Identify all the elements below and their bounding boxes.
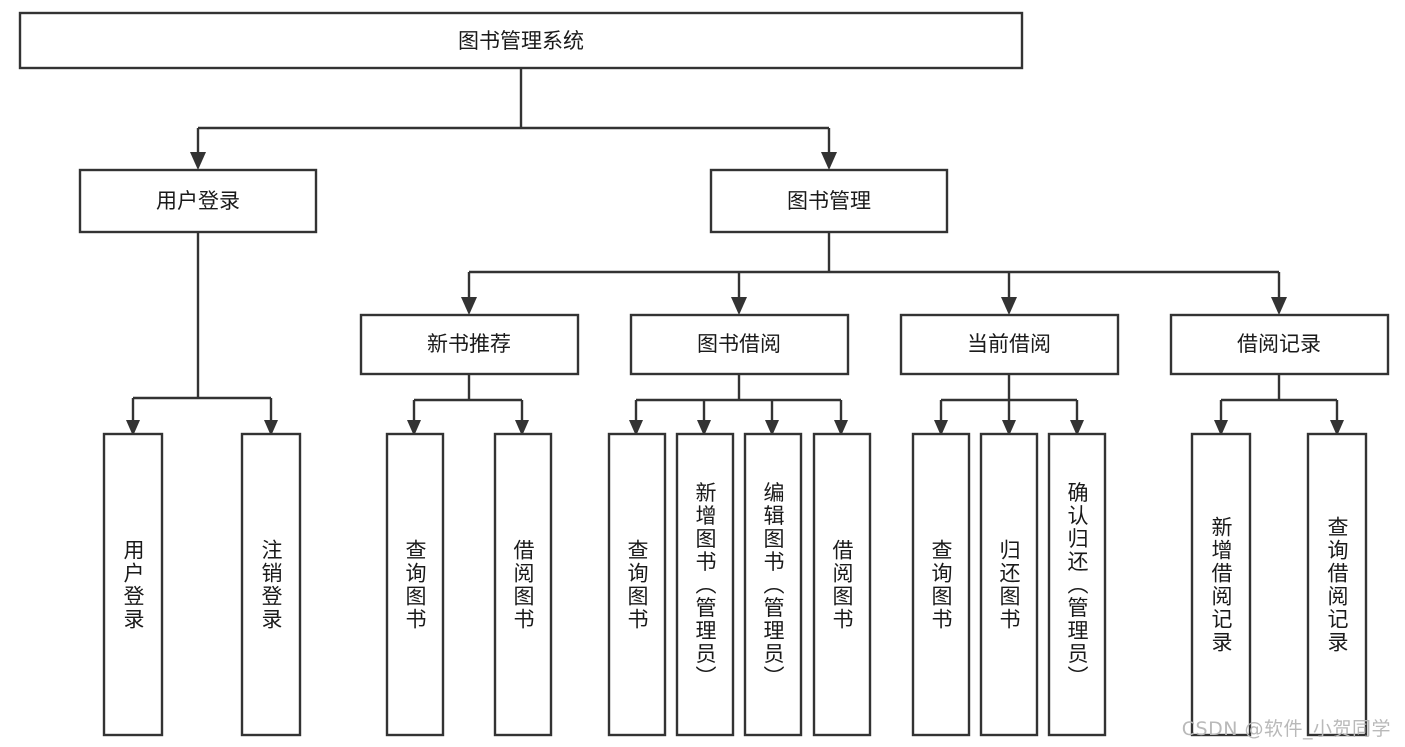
node-root[interactable]: 图书管理系统 <box>18 11 1024 70</box>
connector-bookborrow-to-leaves <box>634 374 843 422</box>
node-book-borrow-box[interactable] <box>629 313 850 376</box>
connector-bookmanage-to-level3 <box>467 232 1281 298</box>
node-leaf-confirm-return[interactable]: 确认归还（管理员） <box>1047 432 1107 737</box>
arrow-to-leaf-logout <box>264 420 278 436</box>
node-leaf-user-login[interactable]: 用户登录 <box>102 432 164 737</box>
node-user-login[interactable]: 用户登录 <box>78 168 318 234</box>
node-book-borrow[interactable]: 图书借阅 <box>629 313 850 376</box>
arrow-to-book-manage <box>821 152 837 170</box>
node-leaf-query-book-1-label: 查询图书 <box>403 539 427 631</box>
connector-userlogin-to-leaves <box>131 232 273 422</box>
node-leaf-borrow-book-1-box[interactable] <box>493 432 553 737</box>
node-leaf-edit-book-box[interactable] <box>743 432 803 737</box>
node-leaf-borrow-book-2-label: 借阅图书 <box>830 539 854 631</box>
node-root-label: 图书管理系统 <box>458 29 584 53</box>
node-user-login-box[interactable] <box>78 168 318 234</box>
node-leaf-add-book-box[interactable] <box>675 432 735 737</box>
arrow-to-leaf-add-book <box>697 420 711 436</box>
arrow-to-borrow-record <box>1271 297 1287 315</box>
node-borrow-record-box[interactable] <box>1169 313 1390 376</box>
arrow-to-leaf-query-book-2 <box>629 420 643 436</box>
connector-newbook-to-leaves <box>412 374 524 422</box>
node-leaf-query-record-label: 查询借阅记录 <box>1325 516 1349 654</box>
arrow-to-leaf-add-record <box>1214 420 1228 436</box>
node-leaf-logout[interactable]: 注销登录 <box>240 432 302 737</box>
node-leaf-query-book-2[interactable]: 查询图书 <box>607 432 667 737</box>
node-leaf-user-login-box[interactable] <box>102 432 164 737</box>
node-leaf-query-book-2-box[interactable] <box>607 432 667 737</box>
node-leaf-query-record[interactable]: 查询借阅记录 <box>1306 432 1368 737</box>
node-leaf-confirm-return-label: 确认归还（管理员） <box>1065 482 1089 689</box>
arrowhead-layer <box>126 152 1344 436</box>
node-borrow-record-label: 借阅记录 <box>1237 332 1321 356</box>
node-user-login-label: 用户登录 <box>156 189 240 213</box>
node-book-manage[interactable]: 图书管理 <box>709 168 949 234</box>
node-new-book-recommend-box[interactable] <box>359 313 580 376</box>
arrow-to-leaf-borrow-book-2 <box>834 420 848 436</box>
arrow-to-leaf-user-login <box>126 420 140 436</box>
node-leaf-query-book-3[interactable]: 查询图书 <box>911 432 971 737</box>
arrow-to-new-book-recommend <box>461 297 477 315</box>
node-leaf-add-record-label: 新增借阅记录 <box>1209 516 1233 654</box>
connector-borrowrecord-to-leaves <box>1219 374 1339 422</box>
node-root-box[interactable] <box>18 11 1024 70</box>
arrow-to-leaf-return-book <box>1002 420 1016 436</box>
node-borrow-record[interactable]: 借阅记录 <box>1169 313 1390 376</box>
node-leaf-query-book-3-label: 查询图书 <box>929 539 953 631</box>
arrow-to-leaf-query-record <box>1330 420 1344 436</box>
connector-root-to-level2 <box>196 68 831 158</box>
node-leaf-borrow-book-2[interactable]: 借阅图书 <box>812 432 872 737</box>
node-leaf-query-book-2-label: 查询图书 <box>625 539 649 631</box>
node-leaf-query-book-3-box[interactable] <box>911 432 971 737</box>
arrow-to-current-borrow <box>1001 297 1017 315</box>
node-leaf-logout-label: 注销登录 <box>259 539 283 631</box>
node-leaf-borrow-book-2-box[interactable] <box>812 432 872 737</box>
node-leaf-return-book-label: 归还图书 <box>997 539 1021 631</box>
arrow-to-leaf-query-book-1 <box>407 420 421 436</box>
node-book-manage-box[interactable] <box>709 168 949 234</box>
node-leaf-add-book-label: 新增图书（管理员） <box>693 482 717 689</box>
node-book-manage-label: 图书管理 <box>787 189 871 213</box>
arrow-to-leaf-borrow-book-1 <box>515 420 529 436</box>
arrow-to-leaf-edit-book <box>765 420 779 436</box>
node-leaf-edit-book[interactable]: 编辑图书（管理员） <box>743 432 803 737</box>
connector-currentborrow-to-leaves <box>939 374 1079 422</box>
node-leaf-add-record-box[interactable] <box>1190 432 1252 737</box>
node-book-borrow-label: 图书借阅 <box>697 332 781 356</box>
node-leaf-confirm-return-box[interactable] <box>1047 432 1107 737</box>
arrow-to-leaf-query-book-3 <box>934 420 948 436</box>
arrow-to-book-borrow <box>731 297 747 315</box>
connector-layer <box>131 68 1339 422</box>
arrow-to-leaf-confirm-return <box>1070 420 1084 436</box>
node-new-book-recommend-label: 新书推荐 <box>427 332 511 356</box>
node-leaf-add-record[interactable]: 新增借阅记录 <box>1190 432 1252 737</box>
node-leaf-add-book[interactable]: 新增图书（管理员） <box>675 432 735 737</box>
node-leaf-logout-box[interactable] <box>240 432 302 737</box>
node-leaf-return-book-box[interactable] <box>979 432 1039 737</box>
node-current-borrow[interactable]: 当前借阅 <box>899 313 1120 376</box>
node-leaf-return-book[interactable]: 归还图书 <box>979 432 1039 737</box>
node-leaf-borrow-book-1[interactable]: 借阅图书 <box>493 432 553 737</box>
node-current-borrow-box[interactable] <box>899 313 1120 376</box>
node-current-borrow-label: 当前借阅 <box>967 332 1051 356</box>
node-leaf-borrow-book-1-label: 借阅图书 <box>511 539 535 631</box>
node-leaf-user-login-label: 用户登录 <box>121 539 145 631</box>
node-leaf-query-book-1[interactable]: 查询图书 <box>385 432 445 737</box>
node-leaf-edit-book-label: 编辑图书（管理员） <box>761 482 785 689</box>
node-leaf-query-book-1-box[interactable] <box>385 432 445 737</box>
arrow-to-user-login <box>190 152 206 170</box>
node-leaf-query-record-box[interactable] <box>1306 432 1368 737</box>
node-new-book-recommend[interactable]: 新书推荐 <box>359 313 580 376</box>
